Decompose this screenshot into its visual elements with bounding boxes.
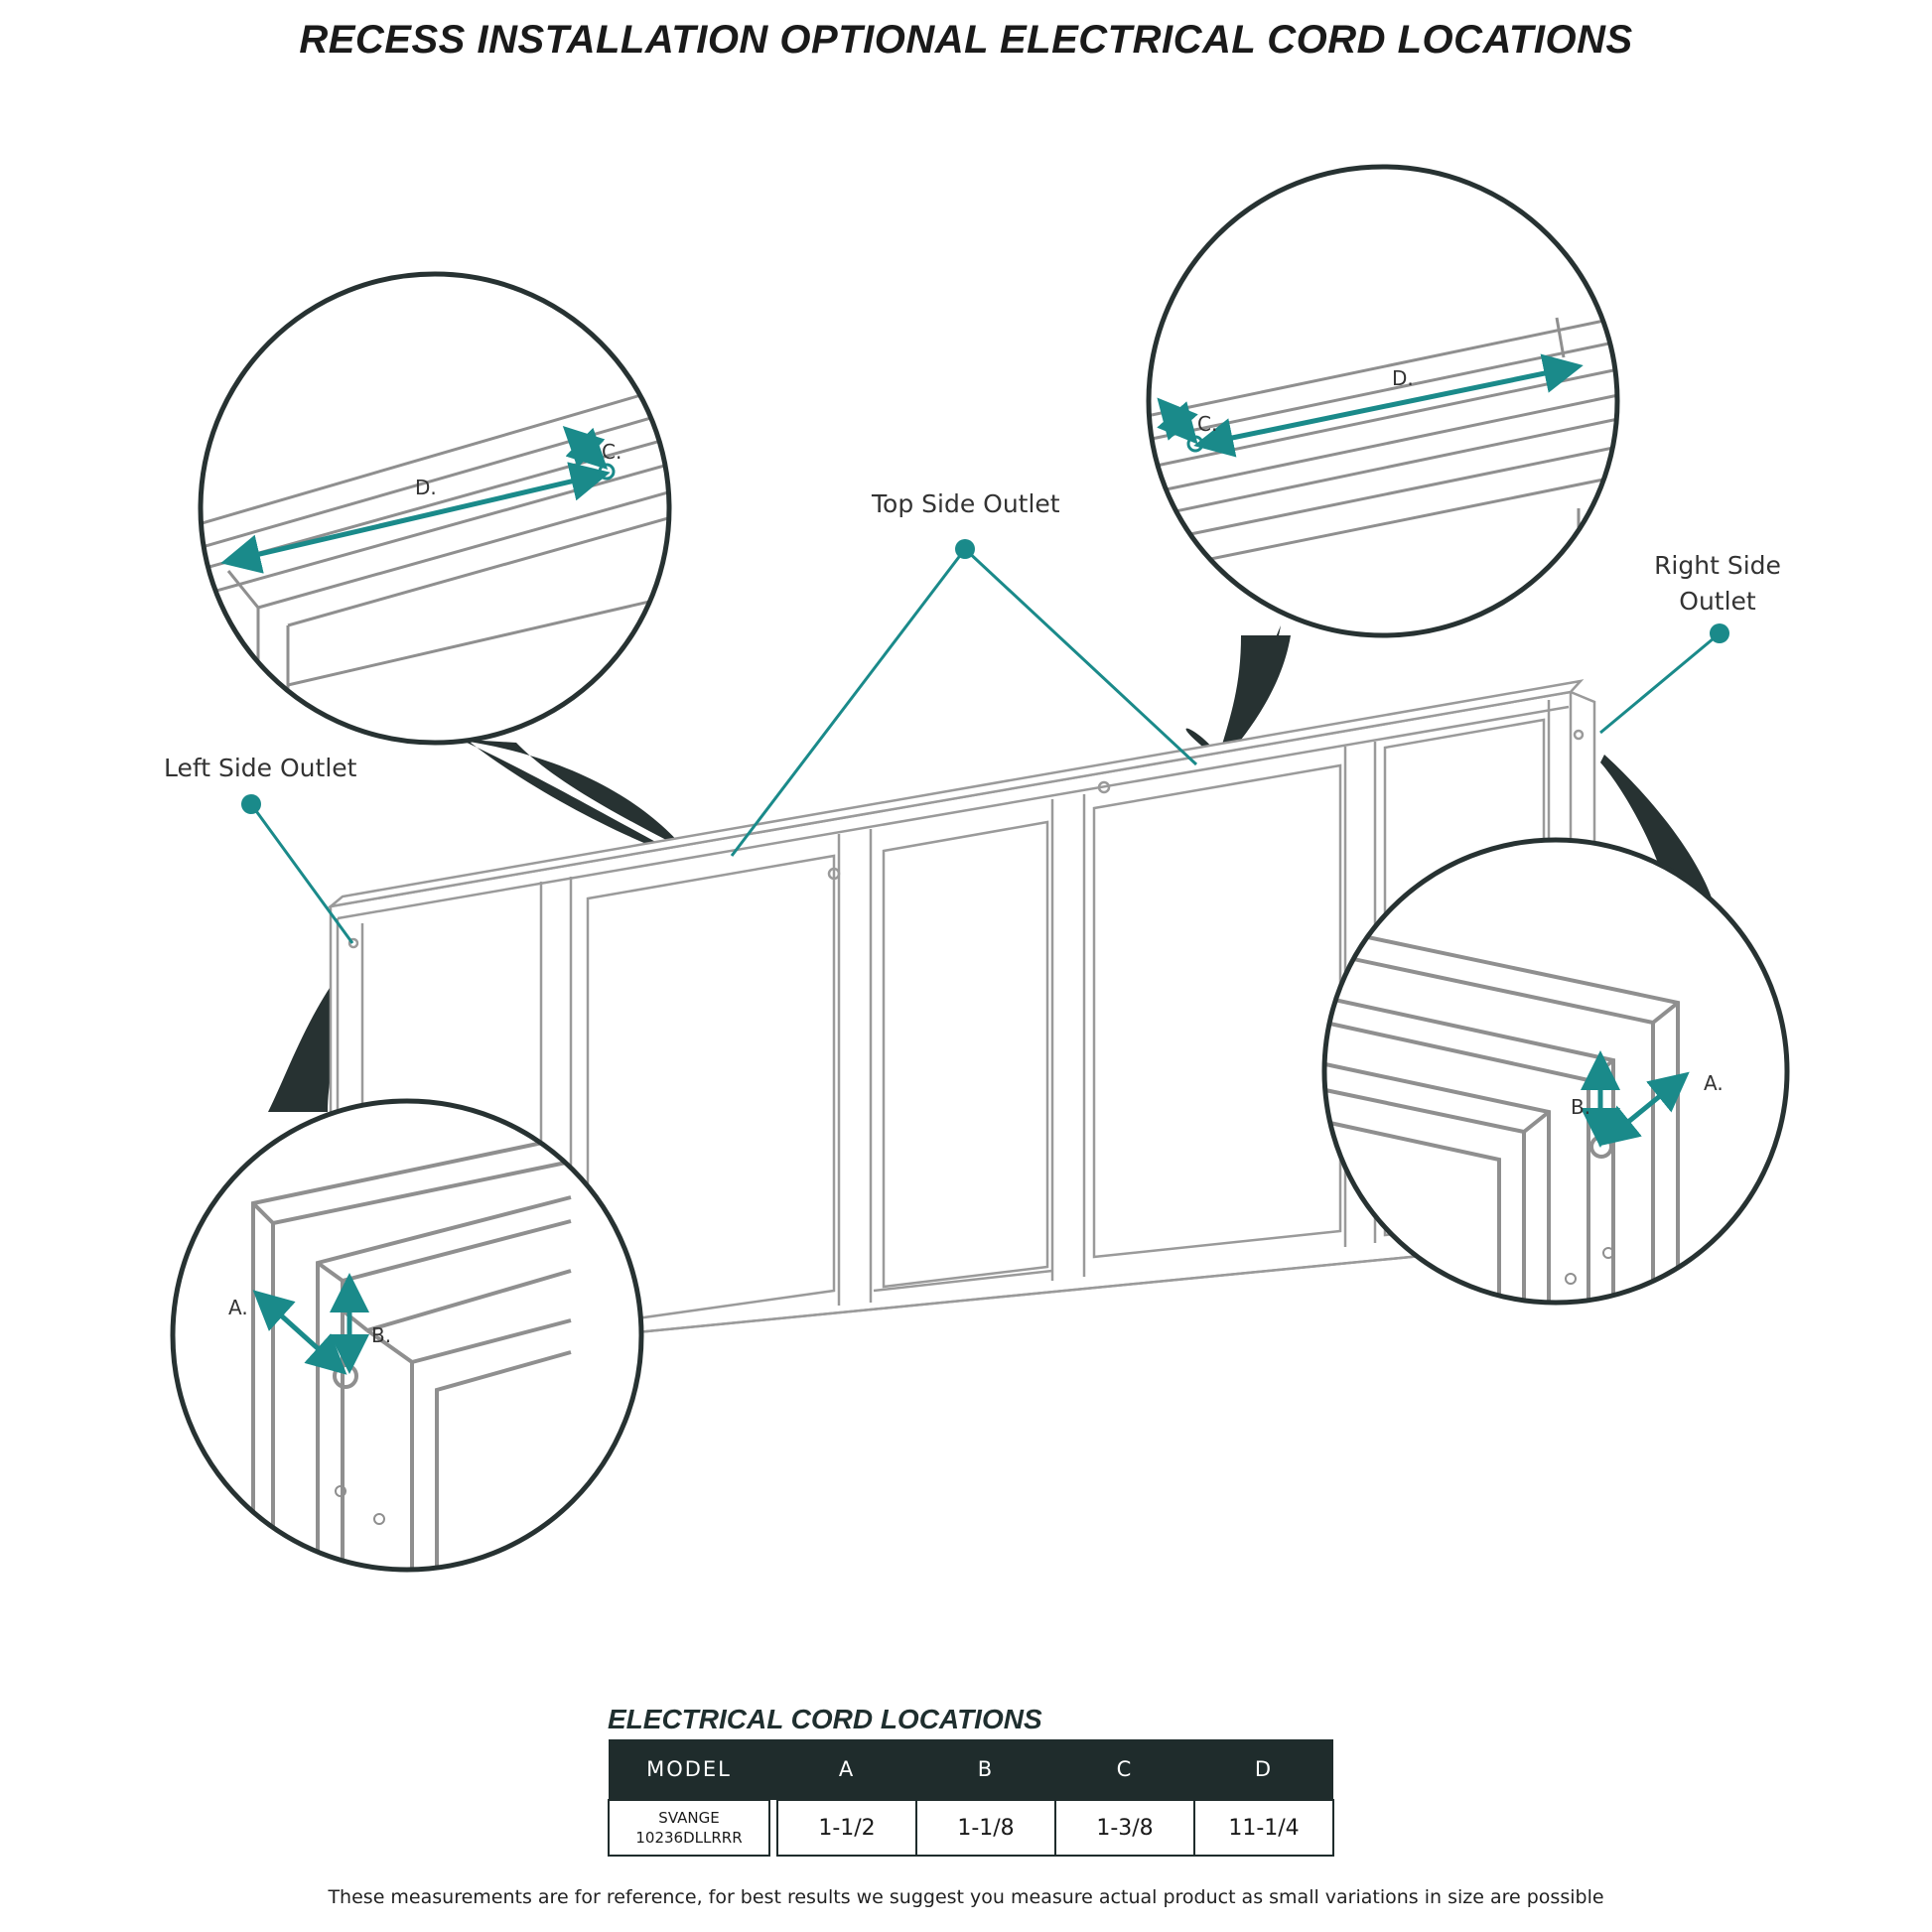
cell-model: SVANGE 10236DLLRRR — [608, 1799, 770, 1857]
right-outlet-dot — [1710, 623, 1729, 643]
table-title: ELECTRICAL CORD LOCATIONS — [608, 1704, 1042, 1734]
header-a: A — [777, 1739, 916, 1800]
footnote: These measurements are for reference, fo… — [328, 1886, 1604, 1908]
model-line2: 10236DLLRRR — [635, 1829, 743, 1847]
zoombr-label-a: A. — [1704, 1071, 1724, 1095]
page-title: RECESS INSTALLATION OPTIONAL ELECTRICAL … — [299, 18, 1633, 62]
magnifier-stem-top-right — [1185, 625, 1291, 762]
header-model: MODEL — [609, 1739, 769, 1800]
zoomtl-label-d: D. — [415, 476, 437, 499]
header-b: B — [916, 1739, 1055, 1800]
cell-d: 11-1/4 — [1193, 1799, 1334, 1857]
left-outlet-leader — [249, 803, 354, 944]
zoombl-label-a: A. — [228, 1296, 248, 1319]
top-outlet-dot — [955, 539, 975, 559]
magnifier-stem-top-left — [463, 740, 697, 862]
left-side-outlet-label: Left Side Outlet — [164, 754, 357, 782]
zoom-top-left — [201, 274, 669, 743]
zoomtr-label-d: D. — [1392, 366, 1414, 390]
top-outlet-leader-left — [730, 548, 967, 857]
cell-b: 1-1/8 — [915, 1799, 1056, 1857]
zoom-bottom-right — [1324, 840, 1787, 1303]
header-d: D — [1194, 1739, 1333, 1800]
left-outlet-dot — [241, 794, 261, 814]
right-outlet-leader — [1599, 631, 1721, 735]
cell-c: 1-3/8 — [1054, 1799, 1195, 1857]
right-side-outlet-label-2: Outlet — [1679, 587, 1756, 616]
cord-locations-table: MODEL A B C D SVANGE 10236DLLRRR 1-1/2 1… — [608, 1739, 1334, 1857]
top-side-outlet-label: Top Side Outlet — [871, 489, 1060, 518]
cell-a: 1-1/2 — [776, 1799, 917, 1857]
zoombr-label-b: B. — [1571, 1095, 1590, 1119]
header-c: C — [1055, 1739, 1194, 1800]
table-header-row: MODEL A B C D — [609, 1739, 1333, 1800]
zoomtl-label-c: C. — [602, 440, 621, 464]
zoom-top-right — [1149, 167, 1617, 635]
zoom-bottom-left — [173, 1101, 641, 1570]
top-outlet-leader-right — [963, 547, 1198, 766]
magnifier-stem-bottom-right — [1600, 755, 1714, 903]
zoomtr-label-c: C. — [1197, 412, 1217, 436]
table-row: SVANGE 10236DLLRRR 1-1/2 1-1/8 1-3/8 11-… — [608, 1799, 1334, 1857]
model-line1: SVANGE — [658, 1809, 720, 1827]
zoombl-label-b: B. — [371, 1323, 391, 1347]
right-side-outlet-label-1: Right Side — [1654, 551, 1781, 580]
